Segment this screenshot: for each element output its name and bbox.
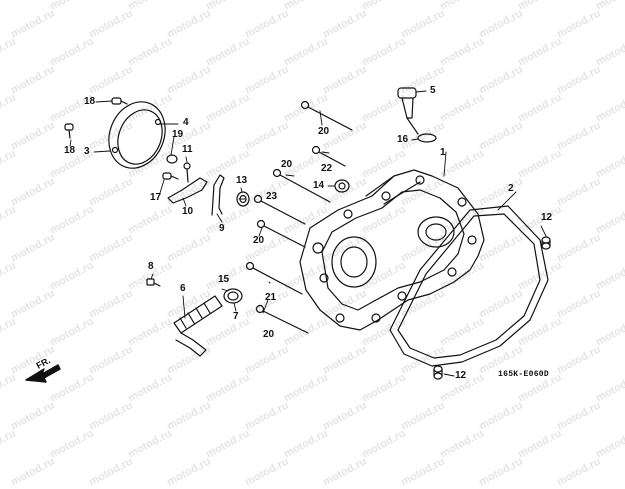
exploded-view-drawing xyxy=(25,87,551,383)
bolt-21 xyxy=(245,261,303,295)
o-ring-16 xyxy=(417,133,437,143)
round-cover xyxy=(108,101,166,169)
leader-lines xyxy=(69,90,547,377)
washer-19 xyxy=(166,154,178,164)
bolt-11 xyxy=(183,162,191,183)
crankcase-cover-1 xyxy=(299,169,485,331)
bolt-20-lower-mid xyxy=(256,219,306,248)
fr-arrow xyxy=(25,364,61,383)
callout-8: 8 xyxy=(148,261,154,272)
callout-7: 7 xyxy=(233,311,239,322)
bracket-9 xyxy=(211,174,225,216)
bolt-23 xyxy=(253,194,306,225)
callout-17: 17 xyxy=(150,192,162,203)
dowel-12-upper xyxy=(541,236,551,250)
clip-15 xyxy=(223,288,243,304)
bolt-20-mid xyxy=(272,168,331,203)
plug-5 xyxy=(397,87,419,135)
callout-1: 1 xyxy=(440,147,446,158)
arm-10 xyxy=(167,177,208,204)
bolt-20-bottom xyxy=(255,304,309,334)
callout-3: 3 xyxy=(84,146,90,157)
callout-21: 21 xyxy=(265,292,277,303)
callout-15: 15 xyxy=(218,274,230,285)
bolt-8 xyxy=(146,278,161,287)
callout-20: 20 xyxy=(263,329,275,340)
callout-18: 18 xyxy=(84,96,96,107)
callout-16: 16 xyxy=(397,134,409,145)
callout-20: 20 xyxy=(281,159,293,170)
callout-5: 5 xyxy=(430,85,436,96)
diagram-code: 165K-E060D xyxy=(498,370,550,379)
callout-4: 4 xyxy=(183,117,189,128)
callout-18: 18 xyxy=(64,145,76,156)
callout-23: 23 xyxy=(266,191,278,202)
seal-14 xyxy=(334,179,350,193)
callout-14: 14 xyxy=(313,180,325,191)
bolt-22 xyxy=(311,145,346,167)
callout-20: 20 xyxy=(253,235,265,246)
callout-13: 13 xyxy=(236,175,248,186)
callout-11: 11 xyxy=(182,144,193,155)
callout-12: 12 xyxy=(455,370,467,381)
dowel-12-lower xyxy=(433,365,443,380)
callout-9: 9 xyxy=(219,223,225,234)
callout-20: 20 xyxy=(318,126,330,137)
shaft-6 xyxy=(173,295,223,357)
callout-6: 6 xyxy=(180,283,186,294)
bolt-20-upper xyxy=(300,100,353,131)
callout-12: 12 xyxy=(541,212,553,223)
screw-18-top xyxy=(111,97,128,105)
gasket-2 xyxy=(389,205,549,367)
screw-18-left xyxy=(64,123,74,139)
callout-2: 2 xyxy=(508,183,514,194)
callout-22: 22 xyxy=(321,163,333,174)
callout-19: 19 xyxy=(172,129,184,140)
callout-10: 10 xyxy=(182,206,194,217)
screw-17 xyxy=(162,172,179,180)
